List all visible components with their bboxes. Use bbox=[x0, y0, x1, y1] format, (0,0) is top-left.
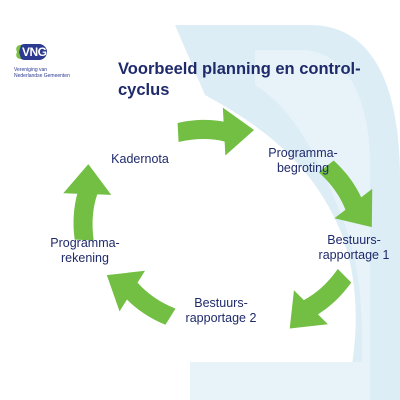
arrow-programmarekening-to-kadernota bbox=[61, 163, 113, 241]
background-band-inner bbox=[255, 50, 370, 400]
stage-bestuursrapportage1: Bestuurs- rapportage 1 bbox=[314, 233, 394, 263]
arrow-kadernota-to-programmabegroting bbox=[176, 106, 256, 158]
stage-bestuursrapportage2-line2: rapportage 2 bbox=[185, 311, 257, 325]
stage-bestuursrapportage2: Bestuurs- rapportage 2 bbox=[172, 296, 270, 326]
stage-kadernota: Kadernota bbox=[100, 152, 180, 167]
stage-programmabegroting: Programma- begroting bbox=[260, 146, 346, 176]
stage-bestuursrapportage1-line2: rapportage 1 bbox=[318, 248, 390, 262]
stage-programmarekening: Programma- rekening bbox=[40, 236, 130, 266]
vng-logo: VNG Vereniging van Nederlandse Gemeenten bbox=[10, 38, 90, 84]
slide-title-line2: cyclus bbox=[118, 81, 170, 99]
stage-kadernota-line1: Kadernota bbox=[111, 152, 169, 166]
vng-logo-subtitle-line1: Vereniging van bbox=[14, 67, 48, 73]
background-footer-shade bbox=[190, 362, 365, 400]
slide-title-line1: Voorbeeld planning en control- bbox=[118, 60, 361, 78]
slide-title: Voorbeeld planning en control- cyclus bbox=[118, 59, 388, 101]
vng-logo-text: VNG bbox=[22, 45, 47, 59]
stage-programmarekening-line2: rekening bbox=[61, 251, 109, 265]
stage-bestuursrapportage1-line1: Bestuurs- bbox=[327, 233, 381, 247]
stage-programmarekening-line1: Programma- bbox=[50, 236, 120, 250]
vng-logo-subtitle-line2: Nederlandse Gemeenten bbox=[14, 73, 70, 79]
arrow-bestuursrapportage1-to-bestuursrapportage2 bbox=[272, 257, 361, 346]
stage-bestuursrapportage2-line1: Bestuurs- bbox=[194, 296, 248, 310]
stage-programmabegroting-line2: begroting bbox=[276, 161, 330, 175]
vng-logo-mark bbox=[16, 44, 47, 60]
arrow-bestuursrapportage2-to-programmarekening bbox=[94, 254, 185, 336]
stage-programmabegroting-line1: Programma- bbox=[268, 146, 338, 160]
